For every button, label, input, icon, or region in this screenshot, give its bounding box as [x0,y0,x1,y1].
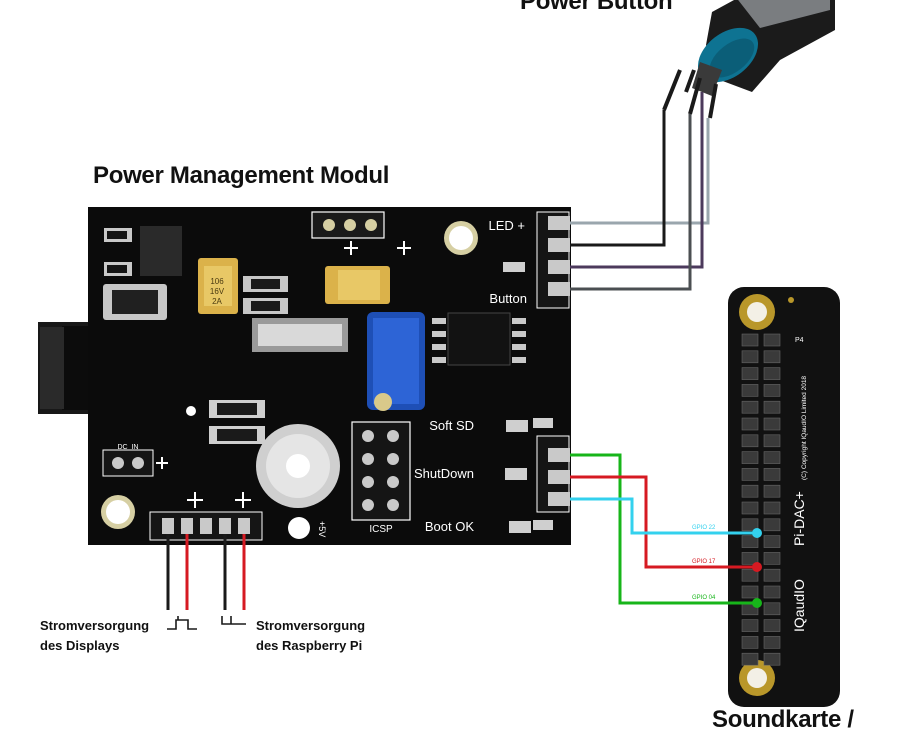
label-gpio17: GPIO 17 [692,559,716,565]
gpio-pin [763,484,781,498]
cap-marking-3: 2A [212,297,222,306]
button-wires [570,92,710,291]
wire-gpio17 [570,475,757,569]
gpio-pin [741,350,759,364]
gpio-pin [741,417,759,431]
gpio-pin [741,484,759,498]
caption-displays: Stromversorgung des Displays [40,616,149,656]
gpio-pin [741,652,759,666]
gpio-pin [763,367,781,380]
wire-gpio22 [570,497,757,535]
gpio-pin [741,468,759,481]
gpio-pin [741,501,759,515]
cap-marking-1: 106 [210,277,224,286]
gpio-pin [741,434,759,448]
gpio-pin [763,619,781,632]
wire-gpio04 [570,453,757,605]
title-soundcard: Soundkarte / [712,706,854,733]
label-boot-ok: Boot OK [425,519,474,534]
label-led-plus: LED + [489,218,526,233]
gpio-pin [763,585,781,599]
label-soft-sd: Soft SD [429,418,474,433]
title-power-button: Power Button [520,0,673,15]
gpio-pin [763,417,781,431]
gpio-pin [741,636,759,649]
gpio-pin [741,333,759,347]
gpio-pin [741,400,759,414]
label-plus-5v: +5V [317,521,327,537]
label-gpio22: GPIO 22 [692,525,716,531]
caption-raspberry-line2: des Raspberry Pi [256,638,363,653]
dot-gpio17 [752,562,762,572]
label-button: Button [489,291,527,306]
dot-gpio04 [752,598,762,608]
gpio-pin [763,333,781,347]
supply-wires [166,534,246,610]
gpio-pin [763,350,781,364]
power-button-image [662,0,835,119]
caption-raspberry-line1: Stromversorgung [256,618,366,633]
gpio-pin [763,400,781,414]
caption-displays-line2: des Displays [40,638,120,653]
supply-braces [167,616,246,630]
dot-gpio22 [752,528,762,538]
pi-dac-model: Pi-DAC+ [791,491,807,546]
pi-dac-p4-label: P4 [795,337,804,344]
pi-dac-copyright: (C) Copyright IQaudIO Limited 2018 [801,376,808,480]
gpio-pin [741,384,759,397]
label-icsp: ICSP [369,524,393,535]
gpio-pin [763,501,781,515]
gpio-pin [763,568,781,582]
gpio-pin [741,451,759,464]
gpio-pin [763,434,781,448]
caption-raspberry: Stromversorgung des Raspberry Pi [256,616,365,656]
gpio-pin [763,552,781,565]
caption-displays-line1: Stromversorgung [40,618,150,633]
pi-dac-brand: IQaudIO [791,579,807,632]
gpio-pin [741,518,759,532]
gpio-wires [570,453,762,608]
gpio-pin [741,585,759,599]
gpio-pin [763,468,781,481]
gpio-pin [763,652,781,666]
gpio-pin [763,535,781,548]
gpio-pin [763,602,781,616]
label-gpio04: GPIO 04 [692,595,716,601]
label-dc-in: DC_IN [117,444,138,451]
gpio-pin [763,451,781,464]
gpio-pin [763,636,781,649]
gpio-pin [741,552,759,565]
title-pm-modul: Power Management Modul [93,162,390,189]
cap-marking-2: 16V [210,287,225,296]
gpio-pin [741,568,759,582]
pm-modul-board: LED + Button Soft SD ShutDown Boot OK IC… [38,207,571,545]
gpio-pin [741,619,759,632]
gpio-pin [741,367,759,380]
label-shutdown: ShutDown [414,466,474,481]
gpio-pin [763,518,781,532]
gpio-header [741,333,781,666]
pi-dac-board: P4 [728,287,840,707]
gpio-pin [763,384,781,397]
gpio-pin [741,535,759,548]
